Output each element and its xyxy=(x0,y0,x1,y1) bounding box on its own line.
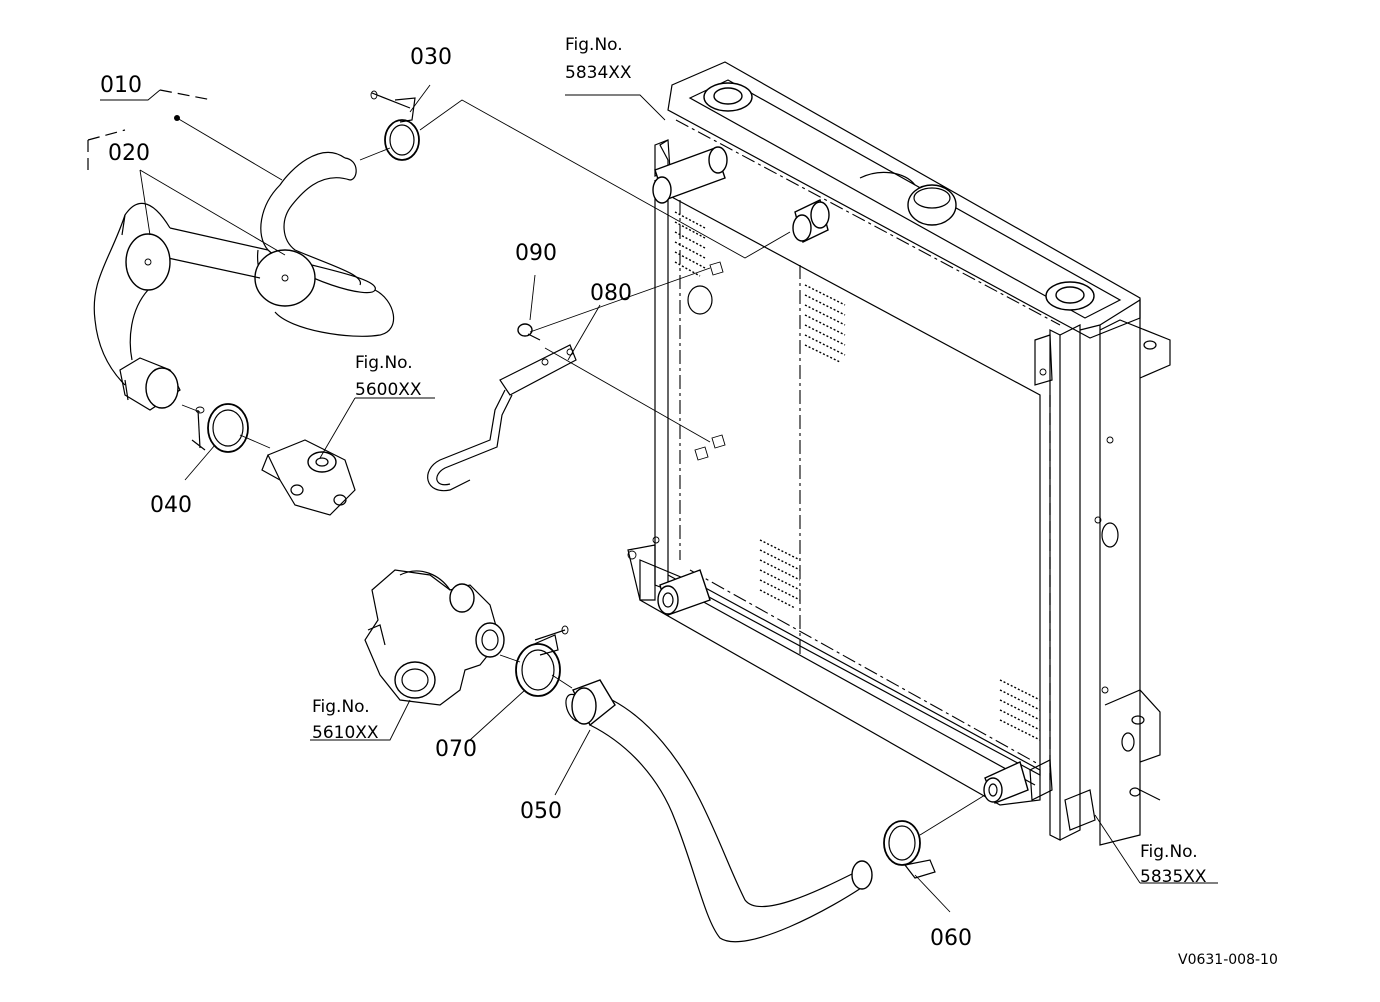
fig-number-5610: 5610XX xyxy=(312,723,379,743)
upper-hose xyxy=(93,151,395,411)
label-020: 020 xyxy=(108,141,150,166)
fig-number-5834: 5834XX xyxy=(565,63,632,83)
core-fins xyxy=(674,211,1041,741)
clamp-040 xyxy=(191,403,249,453)
label-010: 010 xyxy=(100,73,142,98)
figure-references: Fig.No. 5834XX Fig.No. 5600XX Fig.No. 56… xyxy=(312,35,1207,887)
label-050: 050 xyxy=(520,799,562,824)
label-060: 060 xyxy=(930,926,972,951)
leader-lines xyxy=(87,84,1218,913)
clamp-060 xyxy=(883,820,936,879)
label-090: 090 xyxy=(515,241,557,266)
water-pump-housing xyxy=(364,569,505,706)
lower-hose xyxy=(565,679,873,943)
label-080: 080 xyxy=(590,281,632,306)
fig-number-5835: 5835XX xyxy=(1140,867,1207,887)
bracket-080 xyxy=(427,344,577,492)
clamp-030 xyxy=(370,90,420,161)
fig-label-5834: Fig.No. xyxy=(565,35,623,55)
fig-label-5610: Fig.No. xyxy=(312,697,370,717)
radiator xyxy=(627,61,1171,846)
label-070: 070 xyxy=(435,737,477,762)
thermostat-housing xyxy=(261,439,356,516)
bolt-090 xyxy=(517,323,541,341)
fig-label-5835: Fig.No. xyxy=(1140,842,1198,862)
label-040: 040 xyxy=(150,493,192,518)
fig-number-5600: 5600XX xyxy=(355,380,422,400)
label-030: 030 xyxy=(410,45,452,70)
clamp-070 xyxy=(515,625,569,697)
drawing-code: V0631-008-10 xyxy=(1178,952,1278,968)
fig-label-5600: Fig.No. xyxy=(355,353,413,373)
part-labels: 010 020 030 040 050 060 070 080 090 xyxy=(100,45,972,951)
